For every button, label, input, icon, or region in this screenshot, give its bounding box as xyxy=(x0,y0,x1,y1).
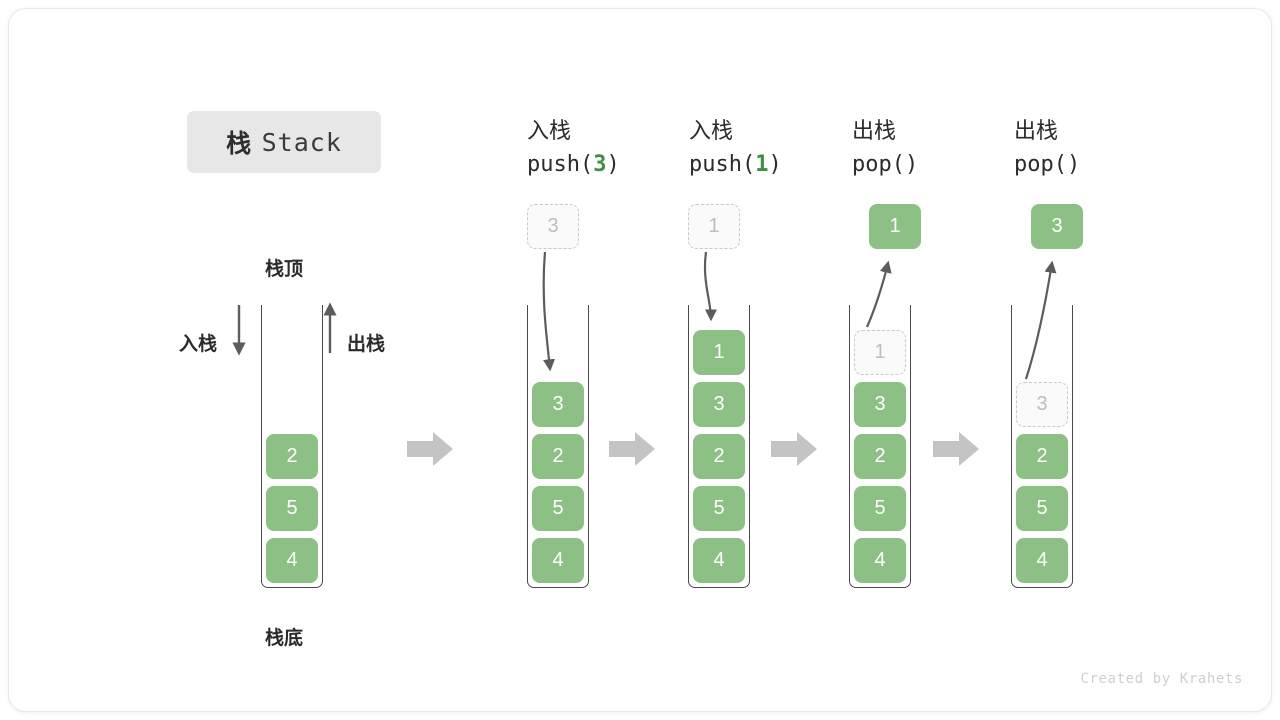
step-code: push(1) xyxy=(689,152,782,177)
stack-cell: 2 xyxy=(854,434,906,479)
stack-cell: 5 xyxy=(693,486,745,531)
step-title: 入栈 xyxy=(689,118,734,143)
stack-cell: 3 xyxy=(693,382,745,427)
stack-tube xyxy=(527,305,589,588)
flow-arrow-icon xyxy=(407,432,453,466)
stack-cell: 4 xyxy=(693,538,745,583)
stack-cell: 5 xyxy=(532,486,584,531)
stack-cell: 3 xyxy=(854,382,906,427)
push-direction-label: 入栈 xyxy=(179,334,218,355)
step-title: 出栈 xyxy=(852,118,897,143)
step-code: pop() xyxy=(852,152,919,177)
stack-bottom-label: 栈底 xyxy=(265,628,304,649)
stack-cell: 3 xyxy=(532,382,584,427)
stack-cell: 5 xyxy=(854,486,906,531)
stack-cell: 2 xyxy=(1016,434,1068,479)
flow-arrow-icon xyxy=(771,432,817,466)
stack-cell: 4 xyxy=(266,538,318,583)
stack-tube xyxy=(849,305,911,588)
popped-element-box: 1 xyxy=(869,204,921,249)
diagram-card: 栈 Stack 栈顶 栈底 入栈 出栈 2 5 4 入栈 push(3) 3 3… xyxy=(8,8,1272,712)
stack-tube xyxy=(688,305,750,588)
page-title: 栈 Stack xyxy=(187,111,381,173)
flow-arrow-icon xyxy=(933,432,979,466)
flow-arrow-icon xyxy=(609,432,655,466)
stack-top-label: 栈顶 xyxy=(265,259,304,280)
stack-cell: 2 xyxy=(693,434,745,479)
step-header-pop-3: 出栈 pop() xyxy=(1014,114,1164,182)
credit-text: Created by Krahets xyxy=(1080,671,1243,687)
stack-cell: 4 xyxy=(532,538,584,583)
stack-cell: 5 xyxy=(1016,486,1068,531)
stack-cell: 4 xyxy=(854,538,906,583)
title-en: Stack xyxy=(261,127,342,157)
stack-cell: 1 xyxy=(693,330,745,375)
stack-cell: 5 xyxy=(266,486,318,531)
step-header-push-1: 入栈 push(1) xyxy=(689,114,839,182)
title-cn: 栈 xyxy=(226,130,252,158)
step-header-pop-1: 出栈 pop() xyxy=(852,114,1002,182)
incoming-element-box: 1 xyxy=(688,204,740,249)
pop-direction-label: 出栈 xyxy=(347,334,386,355)
step-code: push(3) xyxy=(527,152,620,177)
stack-cell: 4 xyxy=(1016,538,1068,583)
stack-cell-ghost: 1 xyxy=(854,330,906,375)
popped-element-box: 3 xyxy=(1031,204,1083,249)
step-title: 入栈 xyxy=(527,118,572,143)
stack-cell: 2 xyxy=(266,434,318,479)
stack-tube xyxy=(261,305,323,588)
step-header-push-3: 入栈 push(3) xyxy=(527,114,677,182)
step-title: 出栈 xyxy=(1014,118,1059,143)
incoming-element-box: 3 xyxy=(527,204,579,249)
stack-cell-ghost: 3 xyxy=(1016,382,1068,427)
step-code: pop() xyxy=(1014,152,1081,177)
stack-tube xyxy=(1011,305,1073,588)
stack-cell: 2 xyxy=(532,434,584,479)
